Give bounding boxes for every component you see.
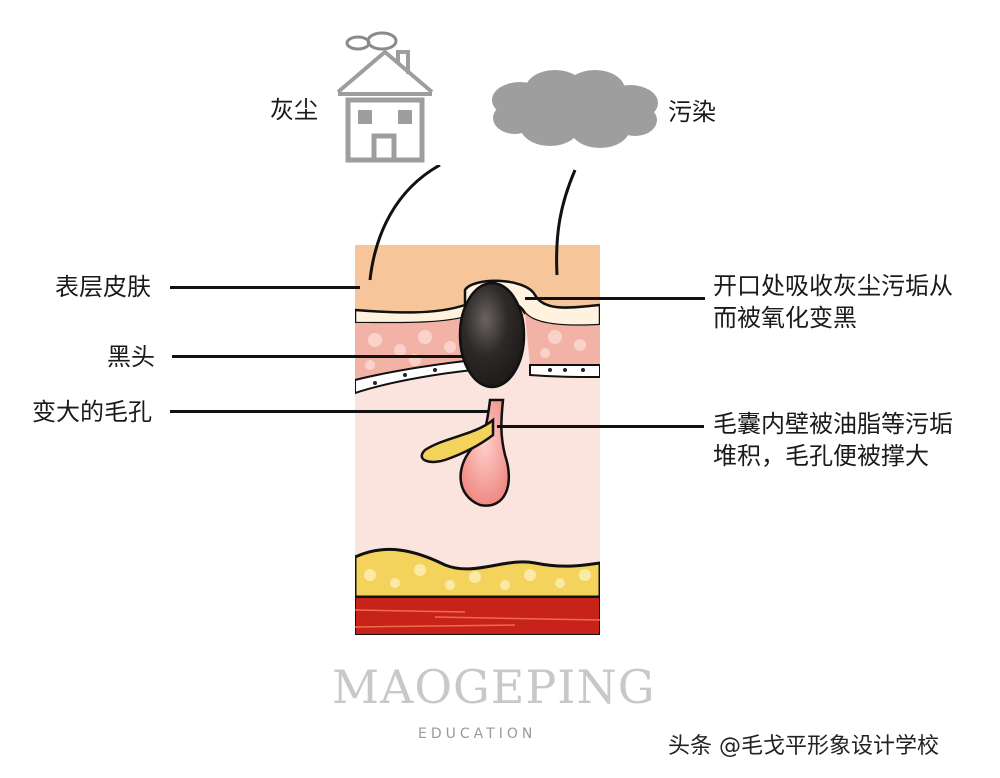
pollution-label: 污染 (668, 98, 716, 126)
enlarged-pore-leader-line (170, 410, 488, 413)
epidermis-label: 表层皮肤 (55, 273, 151, 301)
dust-label: 灰尘 (270, 96, 318, 124)
follicle-description: 毛囊内壁被油脂等污垢堆积，毛孔便被撑大 (713, 410, 953, 470)
skin-cross-section-diagram (355, 165, 600, 635)
epidermis-leader-line (170, 286, 360, 289)
cloud-icon (492, 70, 658, 148)
brand-watermark: MAOGEPING (332, 660, 656, 714)
source-credit: 头条 @毛戈平形象设计学校 (668, 734, 939, 759)
oxidation-leader-line (525, 297, 705, 300)
enlarged-pore-label: 变大的毛孔 (32, 398, 152, 426)
brand-subtitle: EDUCATION (418, 726, 537, 742)
follicle-leader-line (497, 425, 704, 428)
blackhead-label: 黑头 (107, 343, 155, 371)
oxidation-description: 开口处吸收灰尘污垢从而被氧化变黑 (713, 272, 953, 332)
blackhead-leader-line (172, 355, 462, 358)
house-with-smoke-icon (336, 31, 434, 163)
